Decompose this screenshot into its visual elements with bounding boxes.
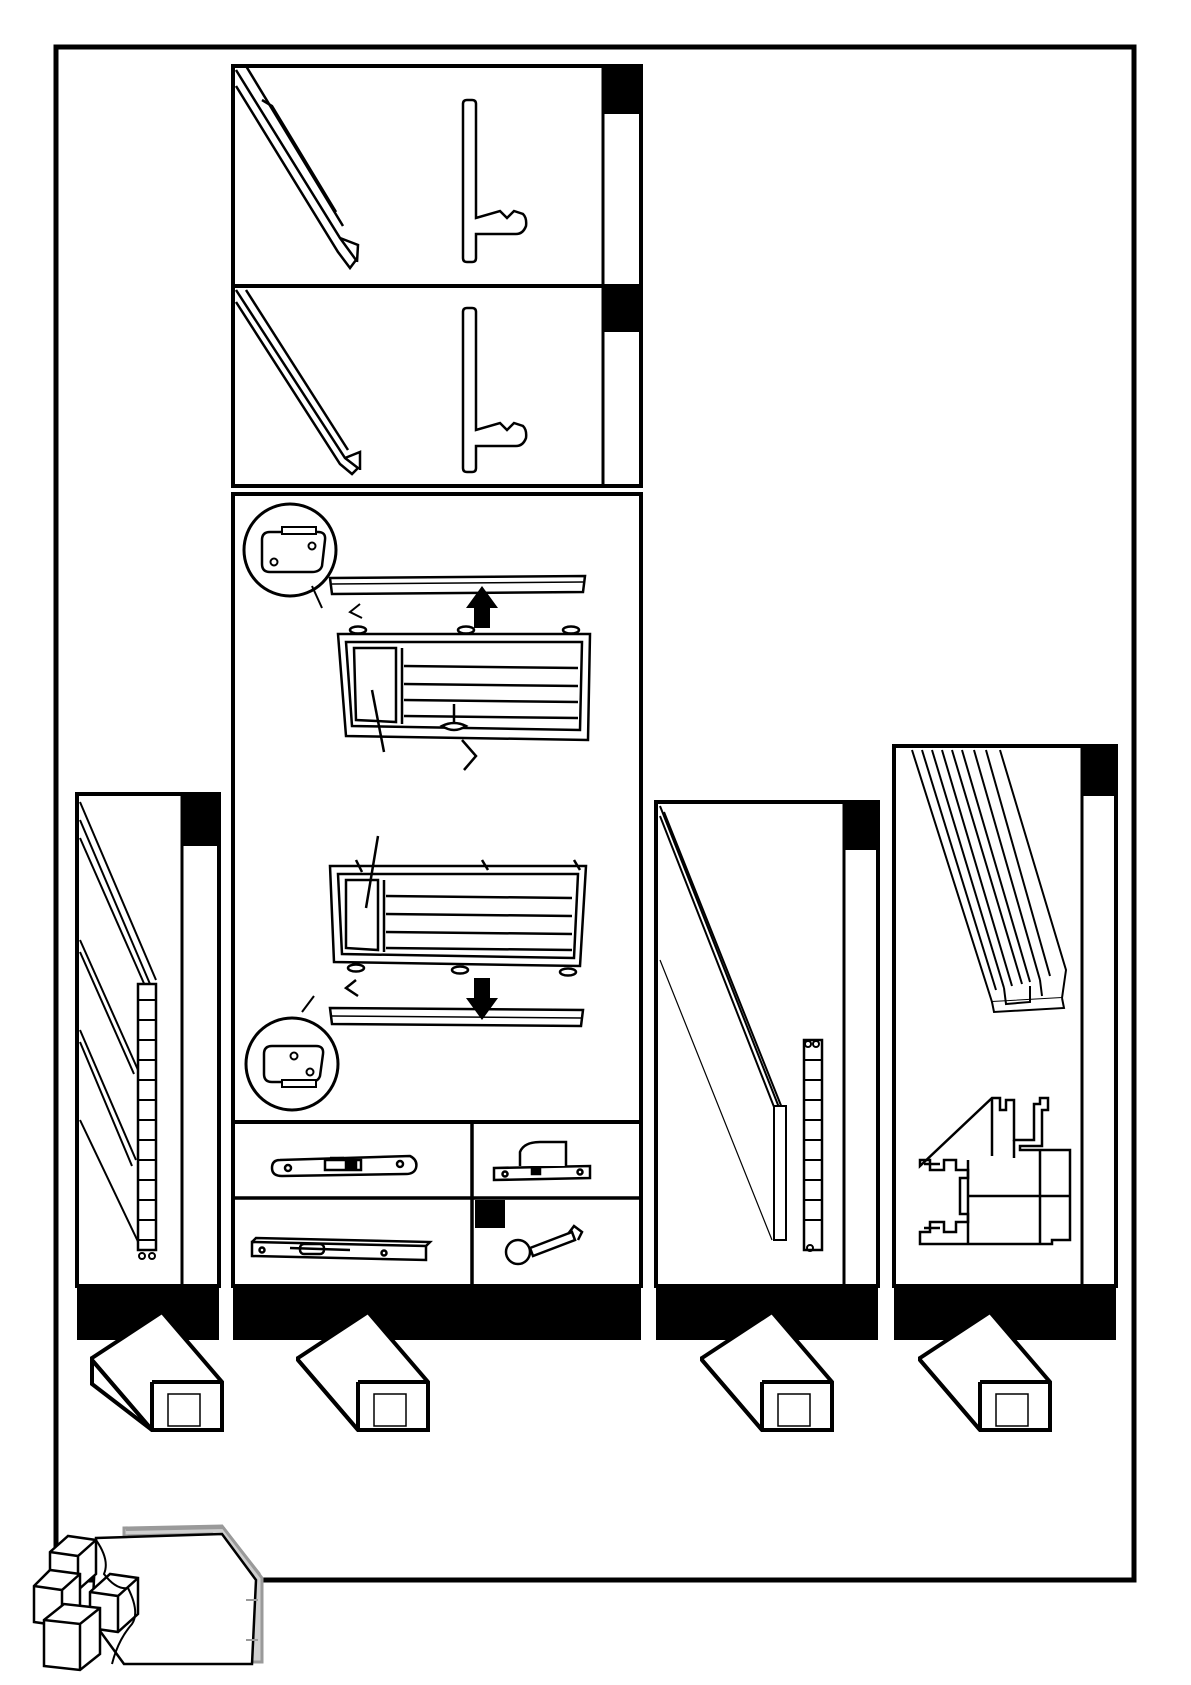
extrusion-panel [894,746,1116,1286]
rail-profile-panel-b [233,286,641,486]
label-bar-door [233,1284,641,1340]
door-assembly-panel [233,494,641,1124]
strike-plate-part [272,1156,416,1176]
shed-illustration-icon [34,1526,262,1670]
top-rail-icon [330,576,585,594]
wall-panel-right [656,802,878,1286]
door-bolt-icon [252,1242,426,1260]
wall-panel-left [77,794,219,1286]
hardware-grid [233,1122,641,1286]
rail-profile-panel-a [233,66,641,288]
